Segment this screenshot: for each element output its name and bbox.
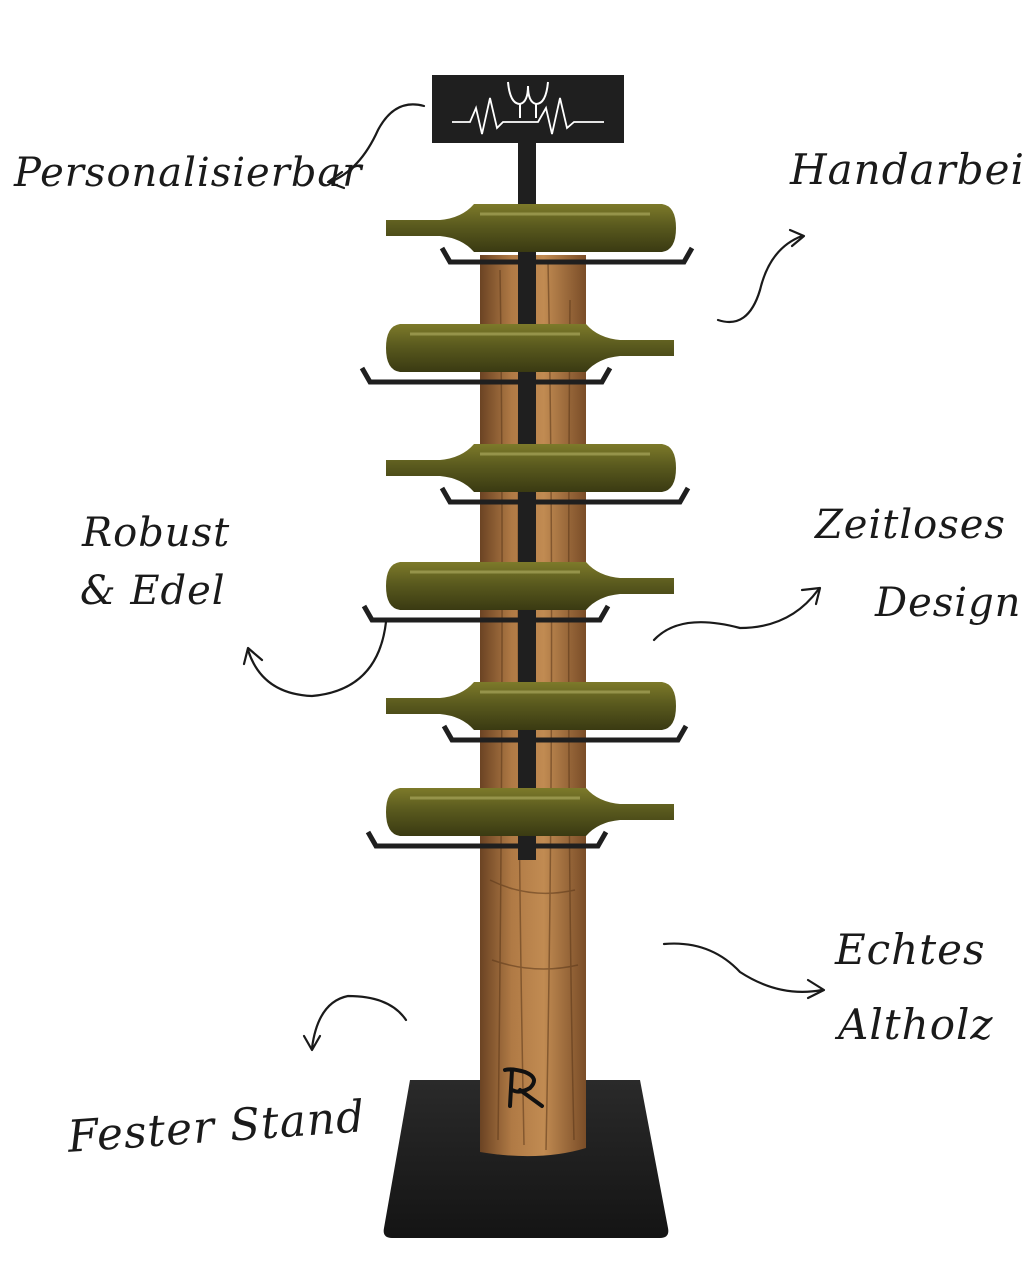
- bottle-row-5: [386, 682, 689, 743]
- arrow-zeitloses-design: [652, 588, 820, 642]
- label-zeitloses: Zeitloses: [815, 502, 1006, 548]
- wine-bottle: [386, 682, 676, 730]
- arrow-fester-stand: [310, 994, 408, 1050]
- steel-tray: [359, 366, 613, 385]
- wine-bottle: [386, 562, 674, 610]
- arrow-robust-edel: [246, 620, 388, 698]
- steel-tray: [361, 604, 611, 623]
- label-robust: Robust: [82, 510, 231, 556]
- bottle-row-3: [386, 444, 691, 505]
- bottle-row-1: [386, 204, 695, 265]
- bottle-rows: [359, 204, 695, 849]
- wine-bottle: [386, 324, 674, 372]
- label-altholz: Altholz: [838, 1000, 994, 1049]
- label-personalisierbar: Personalisierbar: [14, 150, 363, 196]
- bottle-row-2: [359, 324, 674, 385]
- arrow-echtes-altholz: [662, 942, 824, 993]
- label-handarbeit: Handarbeit: [790, 145, 1024, 194]
- base-plate: [383, 1080, 669, 1238]
- steel-tray: [439, 486, 691, 505]
- heartbeat-line: [452, 97, 604, 135]
- bottle-row-4: [361, 562, 674, 623]
- arrow-personalisierbar: [328, 103, 426, 184]
- personalized-sign: [432, 75, 624, 143]
- steel-tray: [365, 830, 609, 849]
- wine-glasses-motif: [507, 81, 549, 118]
- label-edel: & Edel: [80, 568, 226, 614]
- arrow-handarbeit: [716, 234, 804, 324]
- label-echtes: Echtes: [835, 925, 986, 974]
- wine-bottle: [386, 204, 676, 252]
- label-design: Design: [875, 580, 1022, 626]
- bottle-row-6: [365, 788, 674, 849]
- steel-tray: [441, 724, 689, 743]
- brand-logo-mark: [503, 1067, 544, 1108]
- wine-bottle: [386, 444, 676, 492]
- steel-tray: [439, 246, 695, 265]
- wine-bottle: [386, 788, 674, 836]
